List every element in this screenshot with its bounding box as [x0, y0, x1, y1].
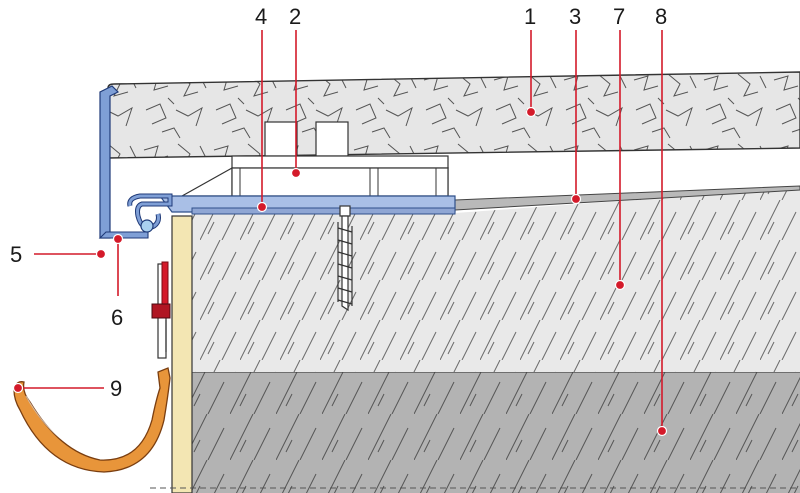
- marker-9: [12, 382, 24, 394]
- facade-board: [171, 215, 193, 493]
- screed-layer: [192, 188, 800, 372]
- label-1: 1: [524, 4, 536, 29]
- label-8: 8: [655, 4, 667, 29]
- marker-3: [570, 193, 582, 205]
- gutter: [13, 367, 171, 473]
- marker-8: [656, 425, 668, 437]
- structural-concrete: [192, 372, 800, 493]
- marker-1: [525, 106, 537, 118]
- anchor-dowel: [337, 205, 353, 312]
- label-5: 5: [10, 242, 22, 267]
- leader-lines: [20, 30, 663, 430]
- gutter-bracket: [151, 261, 171, 359]
- label-3: 3: [569, 4, 581, 29]
- marker-2: [290, 167, 302, 179]
- leader-dots: [12, 106, 668, 437]
- label-2: 2: [289, 4, 301, 29]
- marker-7: [614, 279, 626, 291]
- marker-5: [95, 248, 107, 260]
- pedestal: [179, 121, 449, 197]
- label-9: 9: [110, 376, 122, 401]
- marker-4: [256, 201, 268, 213]
- label-7: 7: [613, 4, 625, 29]
- label-6: 6: [111, 305, 123, 330]
- marker-6: [112, 233, 124, 245]
- stone-slab: [107, 71, 800, 159]
- label-4: 4: [255, 4, 267, 29]
